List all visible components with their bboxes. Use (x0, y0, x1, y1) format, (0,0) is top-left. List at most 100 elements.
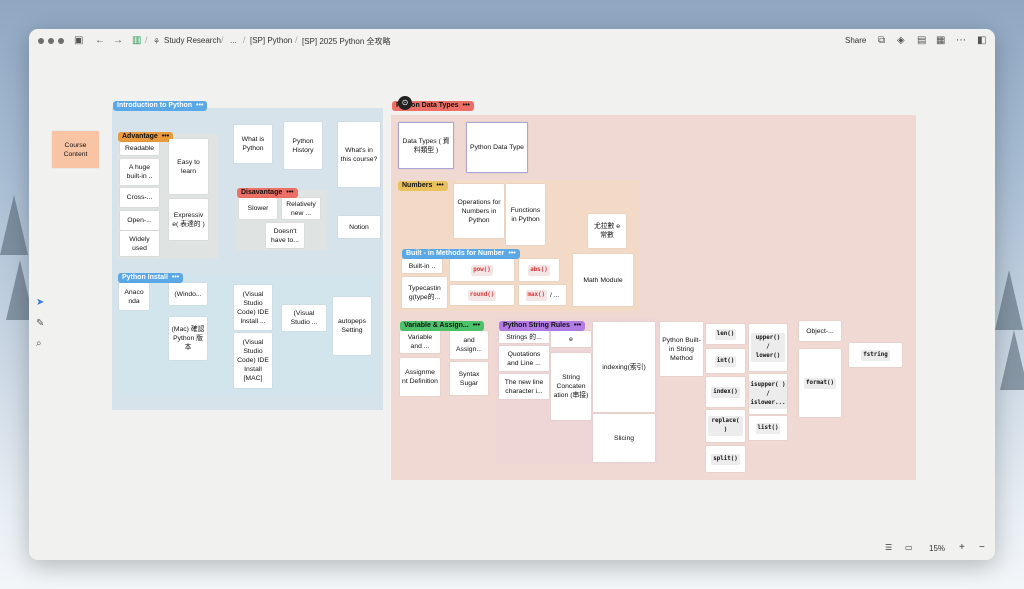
card-split[interactable]: split() (706, 446, 745, 472)
card-mac-confirm-version[interactable]: (Mac) 確認Python 版本 (169, 317, 207, 360)
card-vscode-short[interactable]: (Visual Studio ... (282, 305, 326, 331)
more-menu-icon[interactable]: ••• (196, 102, 204, 109)
card-builtin-in[interactable]: Built-in .. (402, 259, 442, 273)
card-python-history[interactable]: Python History (284, 122, 322, 169)
card-data-types-cn[interactable]: Data Types ( 資料類型 ) (398, 122, 454, 169)
disadvantage-frame-label[interactable]: Disavantage••• (237, 188, 298, 198)
pointer-tool-icon[interactable]: ➤ (36, 297, 45, 308)
card-easy-to-learn[interactable]: Easy to learn (169, 139, 208, 194)
card-fstring[interactable]: fstring (849, 343, 902, 367)
panel-toggle-icon[interactable]: ◧ (977, 35, 987, 46)
share-button[interactable]: Share (845, 36, 867, 45)
card-expressive[interactable]: Expressiv e( 表達的 ) (169, 199, 208, 240)
card-quotations[interactable]: Quotations and Line ... (499, 346, 549, 371)
card-e[interactable]: e (551, 331, 591, 347)
string-rules-frame-label[interactable]: Python String Rules••• (499, 321, 586, 331)
card-and-assign[interactable]: and Assign... (450, 331, 488, 359)
card-autopep-setting[interactable]: autopeps Setting (333, 297, 371, 355)
card-cross[interactable]: Cross-... (120, 188, 159, 207)
builtin-methods-frame-label[interactable]: Built - in Methods for Number••• (402, 249, 520, 259)
card-indexing[interactable]: indexing(索引) (593, 322, 655, 412)
card-anaconda[interactable]: Anaco nda (119, 283, 149, 310)
card-syntax-sugar[interactable]: Syntax Sugar (450, 362, 488, 395)
search-tool-icon[interactable]: ⌕ (36, 338, 42, 349)
card-format[interactable]: format() (799, 349, 841, 417)
breadcrumb-current-page[interactable]: [SP] 2025 Python 全攻略 (302, 37, 391, 46)
forward-arrow-icon[interactable]: → (113, 35, 123, 46)
more-menu-icon[interactable]: ••• (161, 133, 170, 140)
card-abs[interactable]: abs() (519, 259, 559, 281)
data-types-frame-label[interactable]: Python Data Types••• (392, 101, 474, 111)
numbers-frame-label[interactable]: Numbers••• (398, 181, 448, 191)
back-arrow-icon[interactable]: ← (95, 35, 105, 46)
card-euler-constant[interactable]: 尤拉數 e 常數 (588, 214, 626, 248)
card-index[interactable]: index() (706, 377, 745, 407)
card-open[interactable]: Open-... (120, 211, 159, 230)
breadcrumb-study-research[interactable]: Study Research (164, 36, 221, 45)
card-round[interactable]: round() (450, 285, 514, 305)
window-close-dot[interactable] (38, 38, 44, 44)
card-isupper-islower[interactable]: isupper( ) / islower... (749, 374, 787, 414)
card-vscode-install[interactable]: (Visual Studio Code) IDE Install ... (234, 285, 272, 330)
grid-icon[interactable]: ▦ (936, 35, 946, 46)
card-what-is-python[interactable]: What is Python (234, 125, 272, 163)
zoom-out-button[interactable]: − (979, 542, 985, 553)
breadcrumb-ellipsis[interactable]: ... (230, 36, 237, 45)
card-math-module[interactable]: Math Module (573, 254, 633, 306)
pen-tool-icon[interactable]: ✎ (36, 318, 45, 329)
window-minimize-dot[interactable] (48, 38, 54, 44)
card-replace[interactable]: replace( ) (706, 410, 745, 442)
sidebar-toggle-icon[interactable]: ▣ (74, 35, 84, 46)
card-relatively-new[interactable]: Relatively new ... (282, 198, 320, 219)
card-slower[interactable]: Slower (239, 198, 277, 219)
whiteboard-canvas[interactable]: Course Content Introduction to Python•••… (29, 53, 995, 560)
variable-frame-label[interactable]: Variable & Assign...••• (400, 321, 485, 331)
card-variable-and[interactable]: Variable and ... (400, 331, 440, 353)
settings-sliders-icon[interactable]: ☰ (885, 543, 893, 552)
card-python-data-type[interactable]: Python Data Type (466, 122, 528, 173)
card-slicing[interactable]: Slicing (593, 414, 655, 462)
intro-frame-label[interactable]: Introduction to Python••• (113, 101, 208, 111)
card-assignment-definition[interactable]: Assignme nt Definition (400, 358, 440, 396)
copy-icon[interactable]: ⧉ (878, 35, 886, 46)
card-list[interactable]: list() (749, 416, 787, 440)
breadcrumb-sp-python[interactable]: [SP] Python (250, 36, 293, 45)
card-functions-python[interactable]: Functions in Python (506, 184, 545, 245)
more-menu-icon[interactable]: ••• (462, 102, 470, 109)
card-notion[interactable]: Notion (338, 216, 380, 238)
more-menu-icon[interactable]: ••• (573, 322, 582, 329)
card-doesnt-have-to[interactable]: Doesn't have to... (266, 223, 304, 248)
more-menu-icon[interactable]: ••• (508, 250, 516, 257)
present-icon[interactable]: ▭ (905, 543, 913, 552)
card-strings[interactable]: Strings 的... (499, 331, 549, 343)
zoom-level[interactable]: 15% (929, 544, 946, 553)
layers-icon[interactable]: ◈ (897, 35, 905, 46)
more-menu-icon[interactable]: ••• (286, 189, 294, 196)
zoom-in-button[interactable]: + (959, 542, 965, 553)
card-whats-in-course[interactable]: What's in this course? (338, 122, 380, 187)
card-max[interactable]: max()/ ... (519, 285, 566, 305)
card-windows[interactable]: (Windo... (169, 283, 207, 305)
card-widely-used[interactable]: Widely used (120, 231, 159, 256)
card-vscode-install-mac[interactable]: (Visual Studio Code) IDE Install [MAC] (234, 333, 272, 388)
more-menu-icon[interactable]: ••• (472, 322, 481, 329)
advantage-frame-label[interactable]: Advantage••• (118, 132, 174, 142)
card-string-concatenation[interactable]: String Concaten ation (串接) (551, 353, 591, 420)
card-huge-builtin[interactable]: A huge built-in .. (120, 159, 159, 185)
more-menu-icon[interactable]: ••• (171, 274, 180, 281)
card-builtin-string-method[interactable]: Python Built-in String Method (660, 322, 703, 376)
more-menu-icon[interactable]: ••• (436, 182, 444, 189)
card-readable[interactable]: Readable (120, 142, 159, 155)
card-int[interactable]: int() (706, 349, 745, 373)
card-pow[interactable]: pow() (450, 259, 514, 281)
course-content-card[interactable]: Course Content (52, 131, 99, 168)
card-upper-lower[interactable]: upper() / lower() (749, 324, 787, 371)
window-maximize-dot[interactable] (58, 38, 64, 44)
card-len[interactable]: len() (706, 324, 745, 344)
calendar-icon[interactable]: ▤ (917, 35, 927, 46)
card-typecasting[interactable]: Typecastin g(type的... (402, 277, 447, 308)
more-menu-icon[interactable]: ⋯ (956, 35, 966, 46)
install-frame-label[interactable]: Python Install••• (118, 273, 184, 283)
card-object[interactable]: Object-... (799, 321, 841, 341)
card-newline[interactable]: The new line character i... (499, 374, 549, 399)
